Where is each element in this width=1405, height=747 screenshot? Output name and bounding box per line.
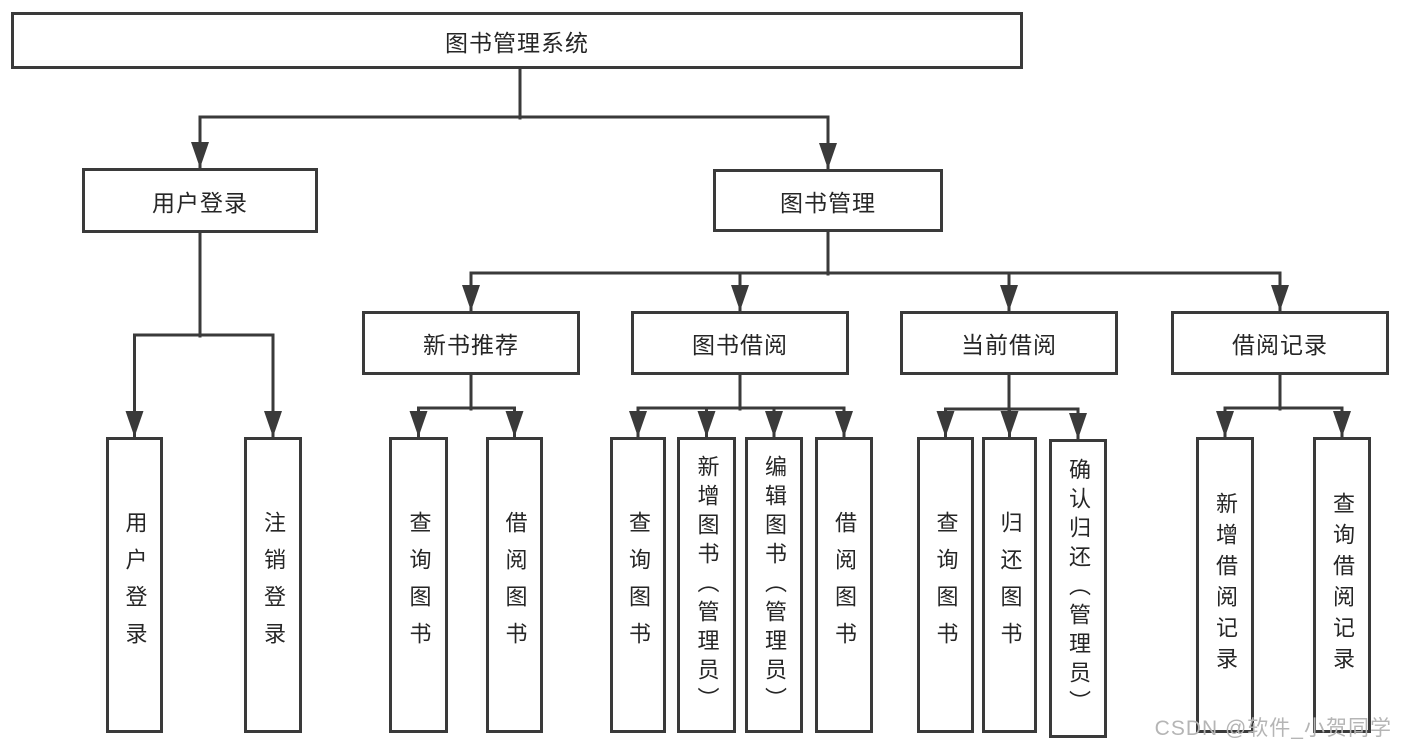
leaf-add-books-admin-label: 新增图书（管理员） (694, 454, 720, 716)
leaf-user-login-label: 用户登录 (122, 511, 148, 659)
leaf-add-borrow-record: 新增借阅记录 (1196, 437, 1254, 733)
node-user-login-label: 用户登录 (152, 189, 248, 216)
leaf-confirm-return-admin: 确认归还（管理员） (1049, 439, 1107, 738)
leaf-current-query-books: 查询图书 (917, 437, 974, 733)
leaf-add-borrow-record-label: 新增借阅记录 (1213, 492, 1238, 678)
node-book-management: 图书管理 (713, 169, 943, 232)
node-current-borrow-label: 当前借阅 (961, 332, 1057, 358)
leaf-recommend-query-books-label: 查询图书 (406, 511, 432, 659)
leaf-query-borrow-record-label: 查询借阅记录 (1330, 492, 1355, 678)
leaf-add-books-admin: 新增图书（管理员） (677, 437, 736, 733)
leaf-current-query-books-label: 查询图书 (933, 511, 959, 659)
leaf-logout: 注销登录 (244, 437, 302, 733)
node-book-management-label: 图书管理 (780, 189, 876, 216)
leaf-recommend-borrow-books-label: 借阅图书 (502, 511, 528, 659)
leaf-borrow-books-label: 借阅图书 (832, 511, 857, 659)
node-borrow-records: 借阅记录 (1171, 311, 1389, 375)
leaf-query-borrow-record: 查询借阅记录 (1313, 437, 1371, 733)
leaf-borrow-query-books-label: 查询图书 (626, 511, 651, 659)
node-book-borrow-label: 图书借阅 (692, 332, 788, 358)
leaf-borrow-books: 借阅图书 (815, 437, 873, 733)
leaf-return-books-label: 归还图书 (997, 511, 1023, 659)
node-borrow-records-label: 借阅记录 (1232, 332, 1328, 358)
leaf-edit-books-admin-label: 编辑图书（管理员） (762, 454, 787, 716)
node-new-book-recommend: 新书推荐 (362, 311, 580, 375)
leaf-edit-books-admin: 编辑图书（管理员） (745, 437, 803, 733)
node-root: 图书管理系统 (11, 12, 1023, 69)
leaf-logout-label: 注销登录 (261, 511, 286, 659)
leaf-user-login: 用户登录 (106, 437, 163, 733)
node-user-login: 用户登录 (82, 168, 318, 233)
leaf-borrow-query-books: 查询图书 (610, 437, 666, 733)
leaf-recommend-borrow-books: 借阅图书 (486, 437, 543, 733)
leaf-confirm-return-admin-label: 确认归还（管理员） (1066, 458, 1091, 719)
leaf-return-books: 归还图书 (982, 437, 1037, 733)
node-new-book-recommend-label: 新书推荐 (423, 332, 519, 358)
node-root-label: 图书管理系统 (445, 29, 589, 56)
node-current-borrow: 当前借阅 (900, 311, 1118, 375)
csdn-watermark: CSDN @软件_小贺同学 (1154, 717, 1392, 740)
leaf-recommend-query-books: 查询图书 (389, 437, 448, 733)
node-book-borrow: 图书借阅 (631, 311, 849, 375)
